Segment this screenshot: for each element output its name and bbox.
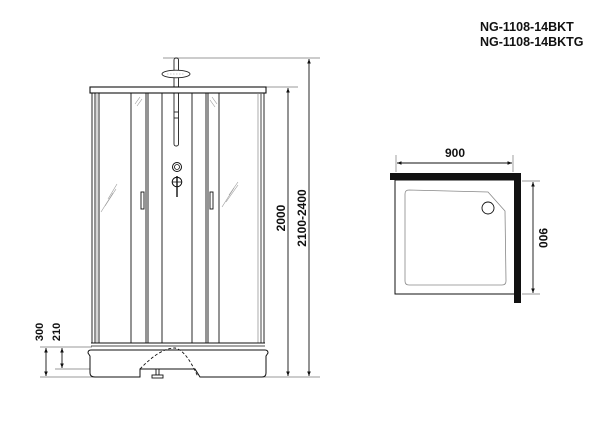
dim-tray-height: 300 xyxy=(34,323,46,341)
shower-tray-base xyxy=(87,347,269,378)
wall-top xyxy=(390,173,521,180)
control-knobs-icon xyxy=(171,162,183,197)
drain-icon xyxy=(481,201,495,215)
model-name-2: NG-1108-14BKTG xyxy=(480,35,584,49)
wall-right xyxy=(514,173,521,303)
plan-view: 900 900 xyxy=(390,146,550,303)
cabin-frame xyxy=(89,86,267,347)
dim-cabin-height: 2000 xyxy=(274,204,288,231)
left-door-handle-icon xyxy=(140,191,145,210)
shower-pole xyxy=(173,57,179,147)
dim-tray-inner-height: 210 xyxy=(51,323,63,341)
front-view: 2100-2400 2000 300 210 xyxy=(34,57,320,379)
adjustable-foot-icon xyxy=(151,368,164,379)
model-title-block: NG-1108-14BKT NG-1108-14BKTG xyxy=(480,20,584,50)
right-door-handle-icon xyxy=(209,191,214,210)
model-name-1: NG-1108-14BKT xyxy=(480,20,574,34)
plan-tray-basin xyxy=(404,189,507,286)
dim-plan-width: 900 xyxy=(445,146,465,160)
dim-plan-depth: 900 xyxy=(536,228,550,248)
glass-reflection-lines xyxy=(100,96,239,213)
dim-total-height: 2100-2400 xyxy=(295,189,309,247)
